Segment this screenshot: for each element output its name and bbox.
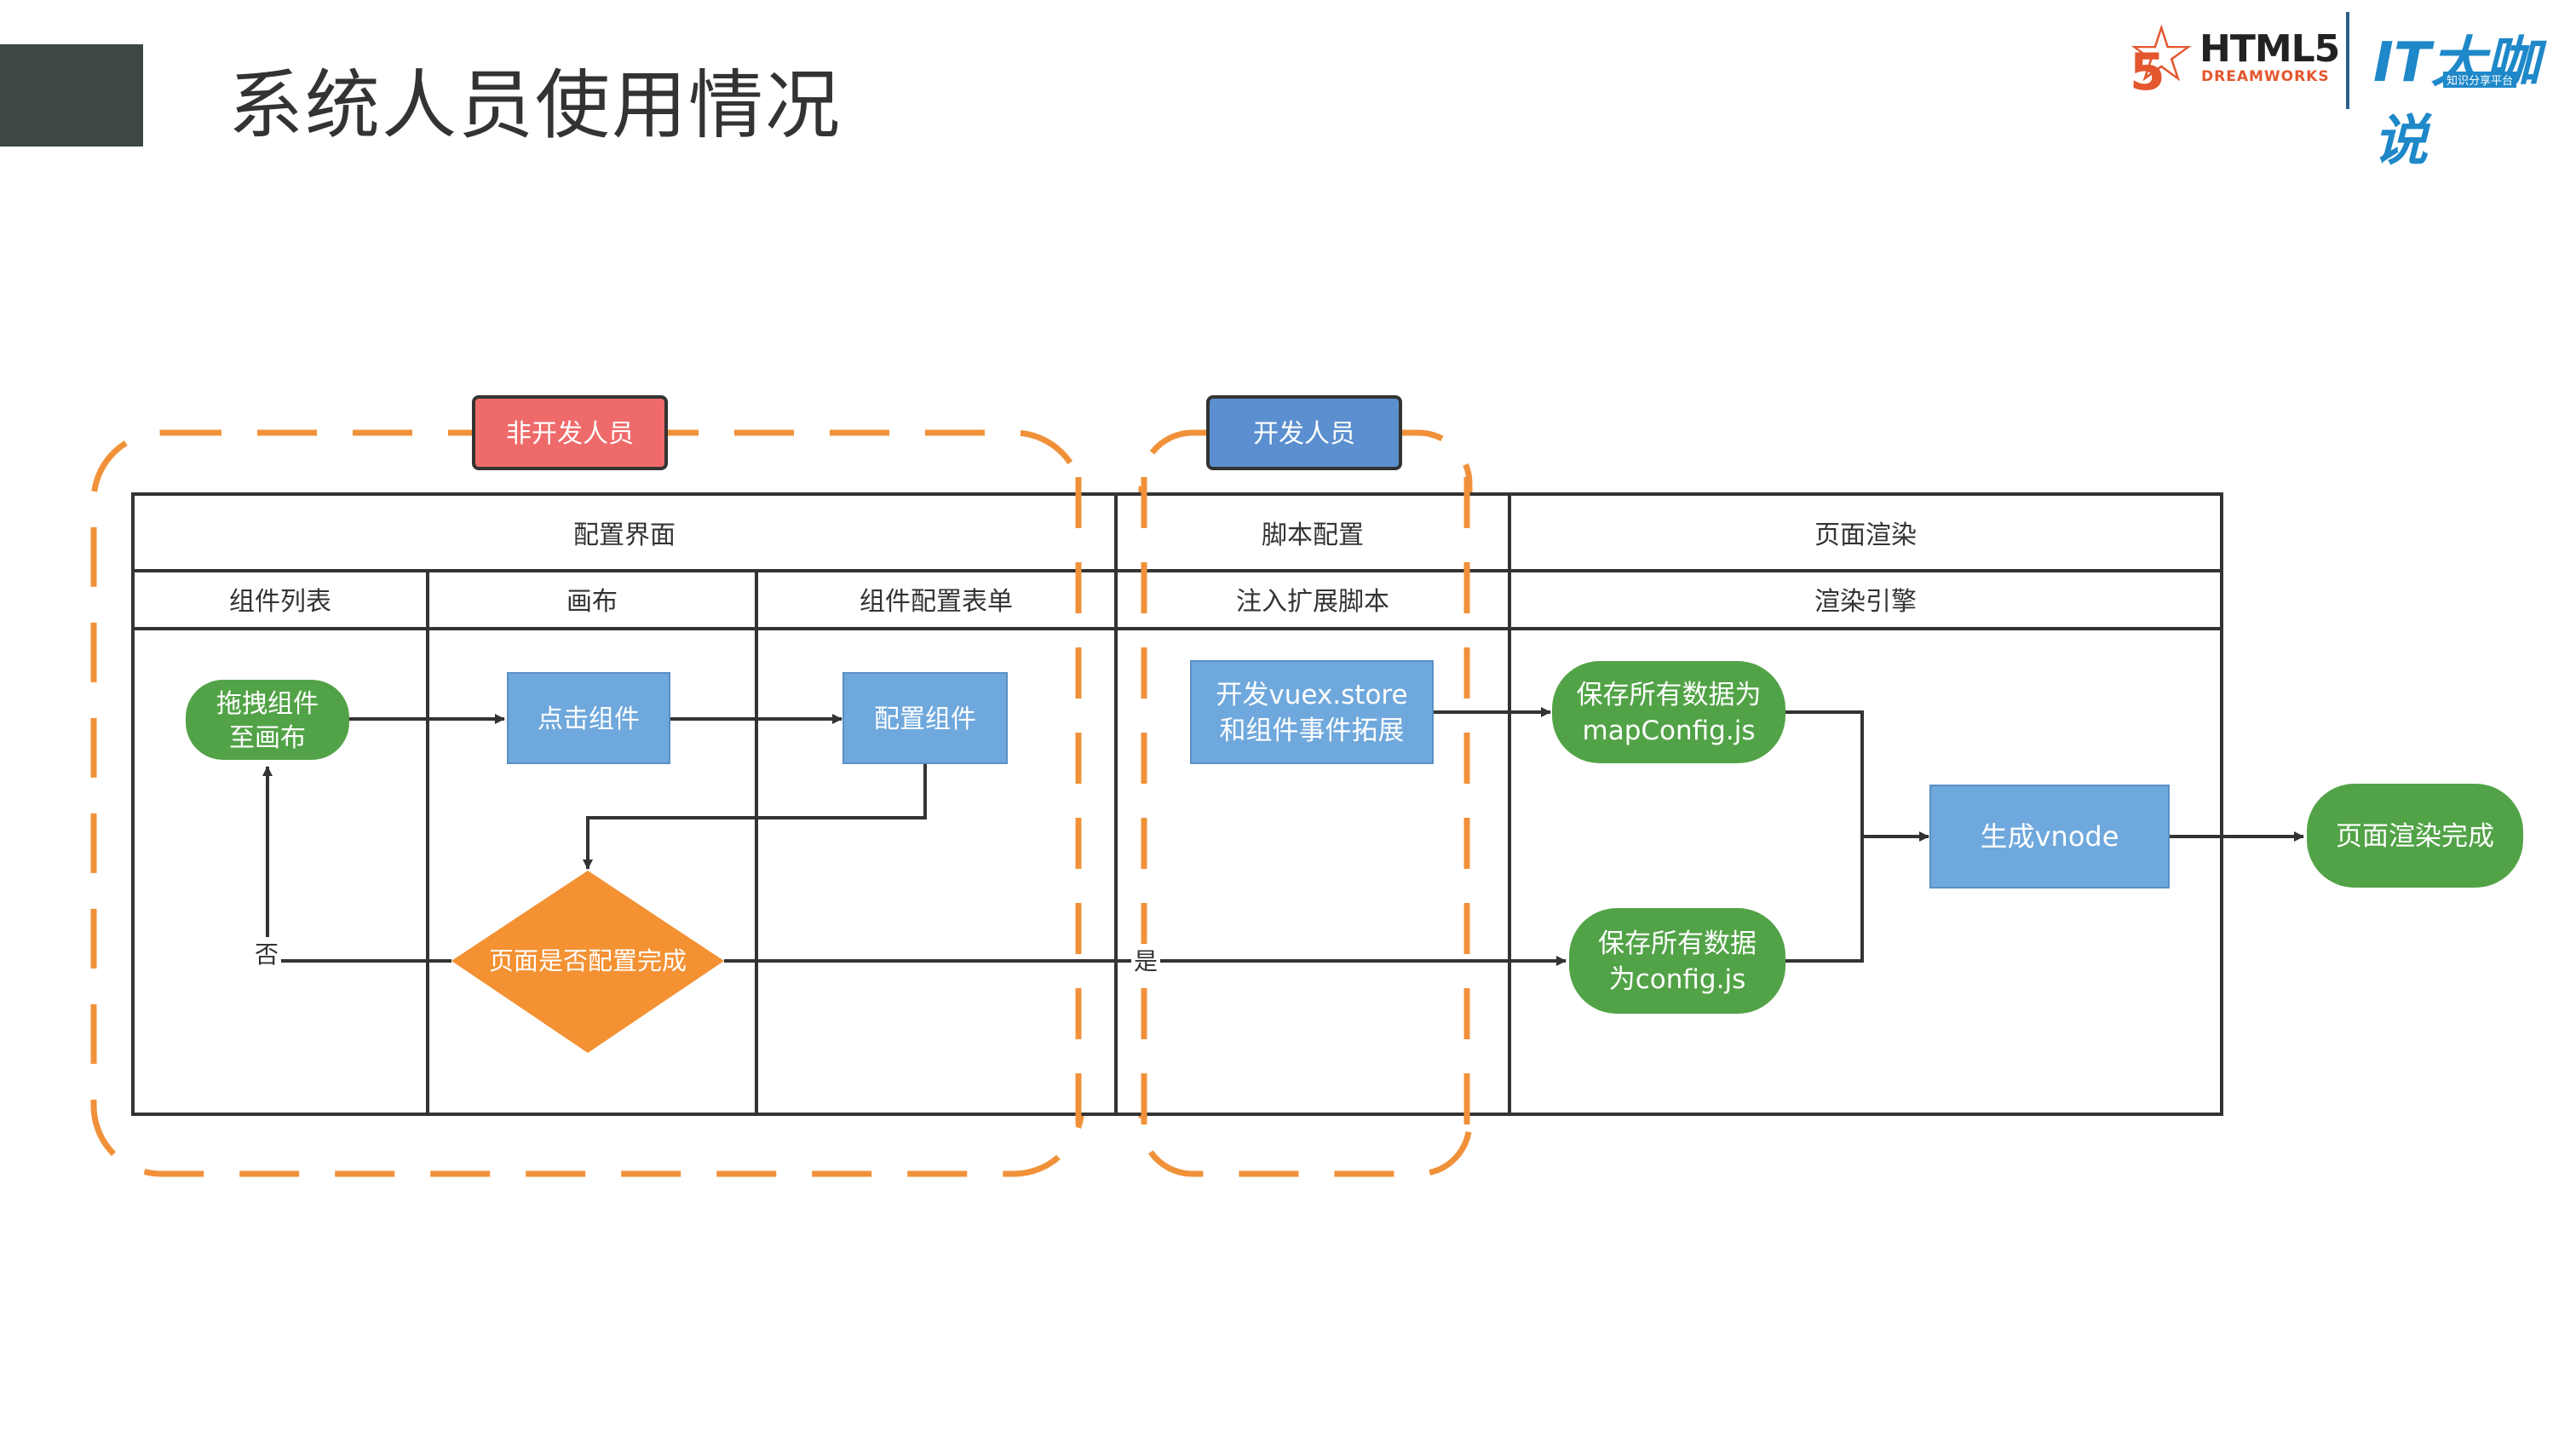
dev-label-box (1206, 395, 1402, 470)
sub-render-engine: 渲染引擎 (1814, 587, 1917, 617)
node-drag-line2: 至画布 (229, 723, 306, 753)
sub-component-form: 组件配置表单 (860, 587, 1013, 617)
node-save-cfg-line1: 保存所有数据 (1598, 929, 1757, 959)
header-page-render: 页面渲染 (1814, 520, 1917, 550)
node-drag (186, 680, 349, 760)
node-vnode (1929, 785, 2170, 888)
logo-it-sub: 知识分享平台 (2443, 72, 2517, 88)
non-dev-label: 非开发人员 (506, 419, 634, 449)
node-save-cfg-line2: 为config.js (1609, 964, 1745, 995)
node-save-map-line2: mapConfig.js (1583, 716, 1756, 746)
edge-label-yes: 是 (1134, 947, 1158, 975)
star-icon: ☆ (2126, 9, 2197, 100)
sub-component-list: 组件列表 (229, 587, 331, 617)
node-save-map (1552, 661, 1785, 763)
node-click (507, 672, 670, 764)
edge-config-to-decision (583, 760, 927, 870)
node-done (2307, 784, 2523, 888)
header-config-ui: 配置界面 (573, 520, 676, 550)
sub-canvas: 画布 (566, 587, 618, 617)
node-vnode-label: 生成vnode (1981, 820, 2119, 853)
non-dev-label-box (472, 395, 668, 470)
header-script-config: 脚本配置 (1262, 520, 1364, 550)
logo-dreamworks: DREAMWORKS (2201, 68, 2330, 85)
brand-logos: ☆ 5 HTML5 DREAMWORKS IT大咖说 知识分享平台 (2126, 9, 2569, 174)
logo-five: 5 (2130, 43, 2165, 102)
node-save-map-line1: 保存所有数据为 (1577, 680, 1762, 710)
page-title: 系统人员使用情况 (228, 61, 842, 149)
swimlane-table (131, 492, 2223, 1116)
node-save-cfg (1569, 908, 1785, 1014)
node-drag-line1: 拖拽组件 (216, 689, 319, 719)
logo-separator (2346, 12, 2349, 109)
dev-label: 开发人员 (1253, 419, 1355, 449)
node-decision-label: 页面是否配置完成 (489, 946, 687, 975)
node-vuex-line1: 开发vuex.store (1216, 680, 1407, 710)
node-vuex-line2: 和组件事件拓展 (1220, 716, 1405, 746)
logo-html5: HTML5 (2199, 27, 2340, 71)
sub-inject-script: 注入扩展脚本 (1236, 587, 1389, 617)
title-accent-bar (0, 44, 143, 147)
node-click-label: 点击组件 (538, 704, 640, 734)
node-done-label: 页面渲染完成 (2336, 821, 2494, 852)
node-config-label: 配置组件 (874, 704, 976, 734)
node-config (842, 672, 1008, 764)
node-decision (451, 871, 724, 1053)
edge-label-no: 否 (255, 940, 279, 969)
node-vuex (1190, 660, 1434, 764)
